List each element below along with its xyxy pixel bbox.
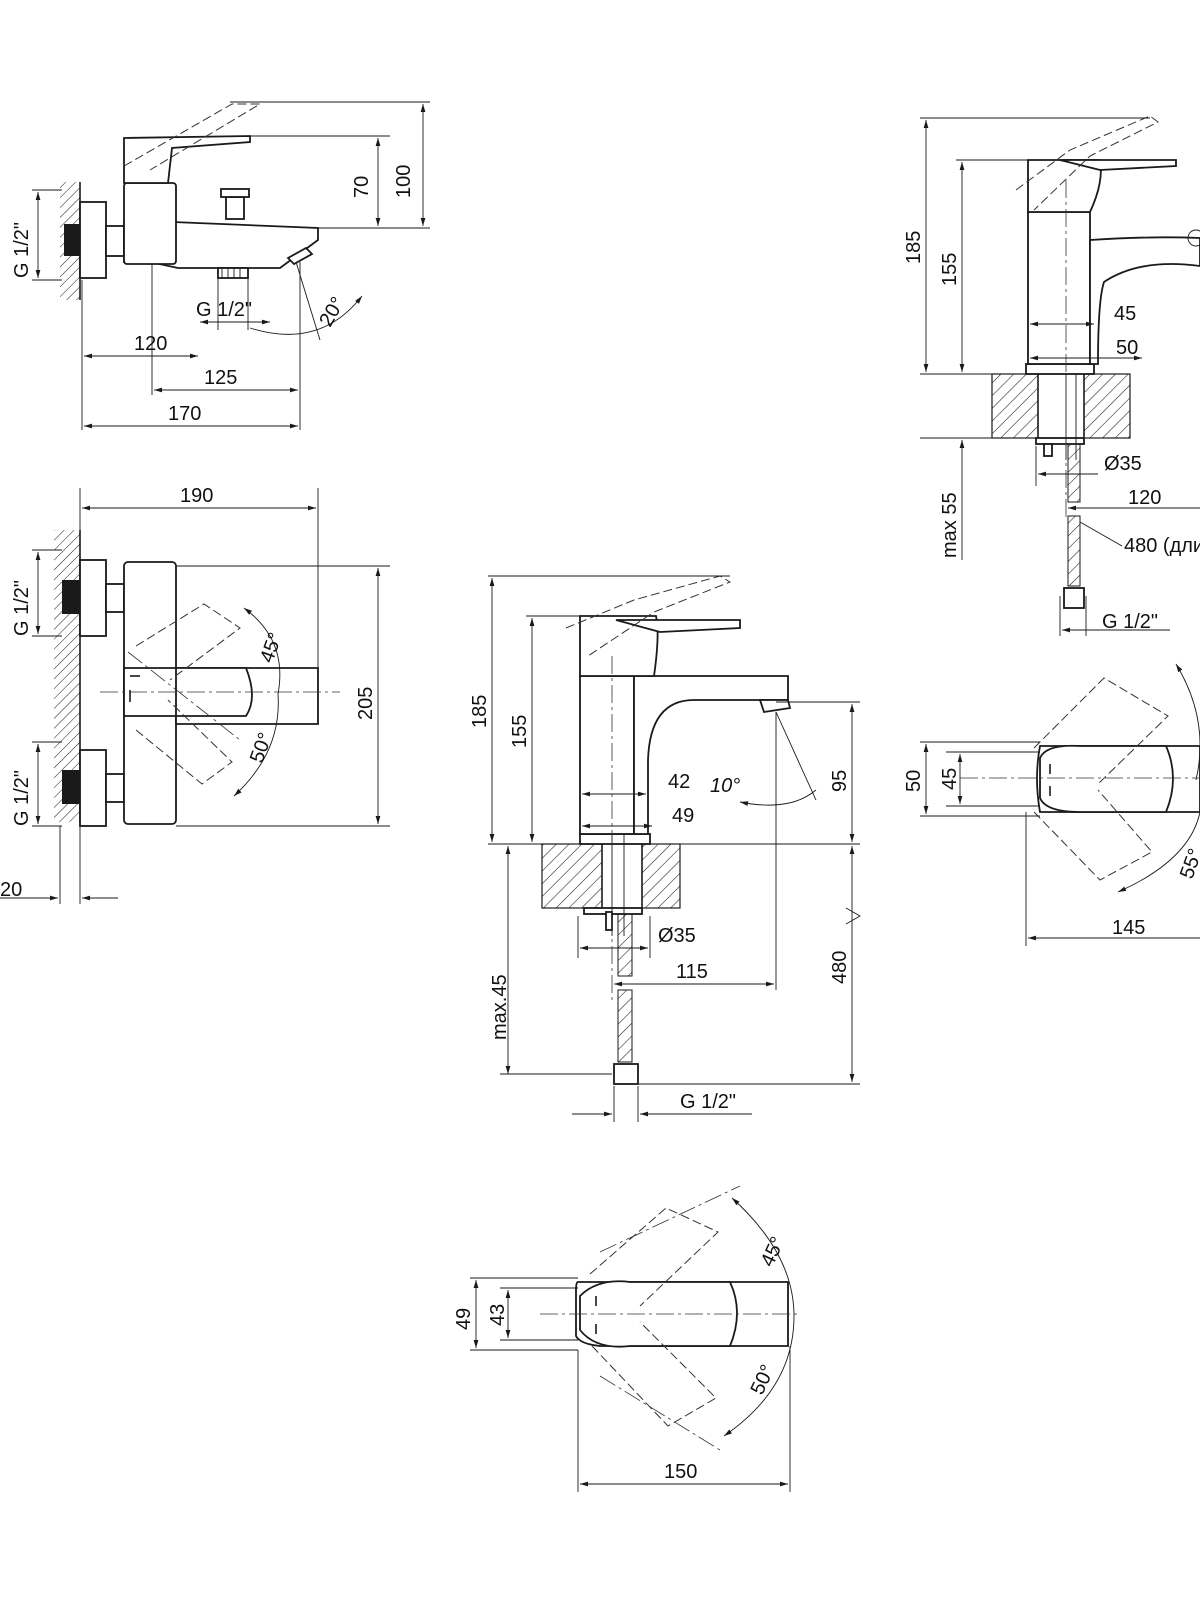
spout — [633, 675, 789, 835]
dim-115: 115 — [676, 961, 708, 983]
dim-185: 185 — [903, 231, 925, 264]
bath-mixer-side-view — [32, 101, 430, 430]
lever-handle — [579, 615, 659, 677]
dim-480: 480 — [829, 951, 851, 984]
dim-155: 155 — [939, 253, 961, 286]
thread-label: G 1/2" — [11, 580, 33, 636]
dim-170: 170 — [168, 403, 201, 425]
dim-120: 120 — [134, 333, 167, 355]
mixer-body — [1027, 211, 1091, 365]
dim-145: 145 — [1112, 917, 1145, 939]
dim-45: 45 — [939, 768, 961, 790]
dim-max-55: max 55 — [939, 492, 961, 558]
dim-120: 120 — [1128, 487, 1161, 509]
dim-100: 100 — [393, 165, 415, 198]
dim-95: 95 — [829, 770, 851, 792]
dim-42: 42 — [668, 771, 690, 793]
thread-label: G 1/2" — [11, 770, 33, 826]
thread-insert — [64, 224, 80, 256]
dim-49: 49 — [453, 1308, 475, 1330]
dim-max-45: max.45 — [489, 974, 511, 1040]
angle-10: 10° — [710, 775, 740, 797]
dim-diameter-35: Ø35 — [1104, 453, 1142, 475]
angle-50: 50° — [246, 730, 277, 766]
basin-mixer-top-view — [470, 1185, 800, 1492]
dim-50: 50 — [1116, 337, 1138, 359]
spout — [1089, 236, 1200, 365]
dim-diameter-35: Ø35 — [658, 925, 696, 947]
dim-155: 155 — [509, 715, 531, 748]
bath-mixer-front-view — [0, 488, 390, 904]
basin-mixer-side-view — [488, 575, 861, 1122]
angle-45: 45° — [757, 1233, 790, 1270]
dim-185: 185 — [469, 695, 491, 728]
angle-50: 50° — [747, 1361, 780, 1398]
hose-length: 480 (дли — [1124, 535, 1200, 557]
lever-handle — [123, 135, 251, 184]
dim-190: 190 — [180, 485, 213, 507]
dim-45: 45 — [1114, 303, 1136, 325]
bidet-mixer-side-view — [920, 115, 1200, 636]
dim-150: 150 — [664, 1461, 697, 1483]
bidet-mixer-top-view — [920, 663, 1200, 946]
dim-20: 20 — [0, 879, 22, 901]
mixer-body — [579, 675, 635, 835]
dim-50: 50 — [903, 770, 925, 792]
thread-label: G 1/2" — [1102, 611, 1158, 633]
angle-45: 45° — [256, 630, 287, 666]
dim-43: 43 — [487, 1304, 509, 1326]
dim-125: 125 — [204, 367, 237, 389]
dim-49: 49 — [672, 805, 694, 827]
dim-70: 70 — [351, 176, 373, 198]
hose-nut — [613, 1063, 639, 1085]
thread-label: G 1/2" — [680, 1091, 736, 1113]
angle-20: 20° — [315, 293, 349, 330]
dim-205: 205 — [355, 687, 377, 720]
wall-flange — [79, 201, 107, 279]
thread-label: G 1/2" — [11, 222, 33, 278]
thread-label: G 1/2" — [196, 299, 252, 321]
